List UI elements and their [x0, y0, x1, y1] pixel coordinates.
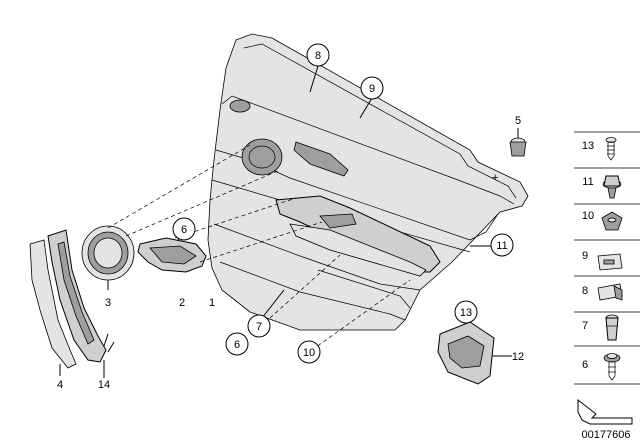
- module-box: [437, 321, 495, 385]
- legend-label-6: 6: [582, 359, 588, 371]
- image-number: 00177606: [582, 429, 631, 441]
- legend-label-13: 13: [582, 140, 594, 152]
- legend-label-8: 8: [582, 285, 588, 297]
- callout-9: 9: [369, 83, 375, 95]
- callout-1: 1: [209, 297, 215, 309]
- callout-6-top: 6: [181, 224, 187, 236]
- door-panel: +: [207, 33, 529, 331]
- callout-circle-9: [360, 76, 384, 100]
- callout-10-door: 10: [303, 347, 315, 359]
- callout-7-door: 7: [256, 321, 262, 333]
- callout-8: 8: [315, 50, 321, 62]
- callout-14: 14: [98, 379, 110, 391]
- door-handle: [137, 237, 207, 273]
- legend-label-9: 9: [582, 250, 588, 262]
- callout-12: 12: [512, 351, 524, 363]
- callout-circle-6-bottom: [225, 332, 249, 356]
- trim-strip: [29, 239, 77, 369]
- push-rivet-icon: [605, 314, 619, 341]
- legend-label-11: 11: [582, 176, 593, 188]
- callout-13-door: 13: [460, 307, 472, 319]
- callout-circle-6-top: [172, 217, 196, 241]
- callout-circle-13: [454, 300, 478, 324]
- screw-icon: [605, 137, 617, 161]
- legend-label-10: 10: [582, 210, 594, 222]
- clip-nut-icon: [601, 211, 623, 231]
- bracket-icon: [597, 283, 623, 301]
- small-clip-icon: [597, 253, 623, 271]
- legend-label-7: 7: [582, 320, 588, 332]
- callout-4: 4: [57, 379, 63, 391]
- arrow-icon: [577, 398, 633, 425]
- svg-text:+: +: [492, 172, 498, 184]
- callout-circle-8: [306, 43, 330, 67]
- speaker-cover: [81, 225, 135, 281]
- callout-3: 3: [105, 297, 111, 309]
- callout-circle-7: [247, 314, 271, 338]
- callout-circle-10: [297, 340, 321, 364]
- screw-washer-icon: [603, 353, 621, 381]
- callout-circle-11: [490, 233, 514, 257]
- callout-6-bottom: 6: [234, 339, 240, 351]
- callout-5: 5: [515, 115, 521, 127]
- parts-legend: 13 11 10 9 8 7 6: [574, 131, 640, 441]
- callout-11-door: 11: [496, 240, 507, 252]
- clip-part-5: [509, 137, 527, 157]
- expansion-rivet-icon: [602, 175, 622, 199]
- callout-2: 2: [179, 297, 185, 309]
- handle-cover: [47, 229, 115, 363]
